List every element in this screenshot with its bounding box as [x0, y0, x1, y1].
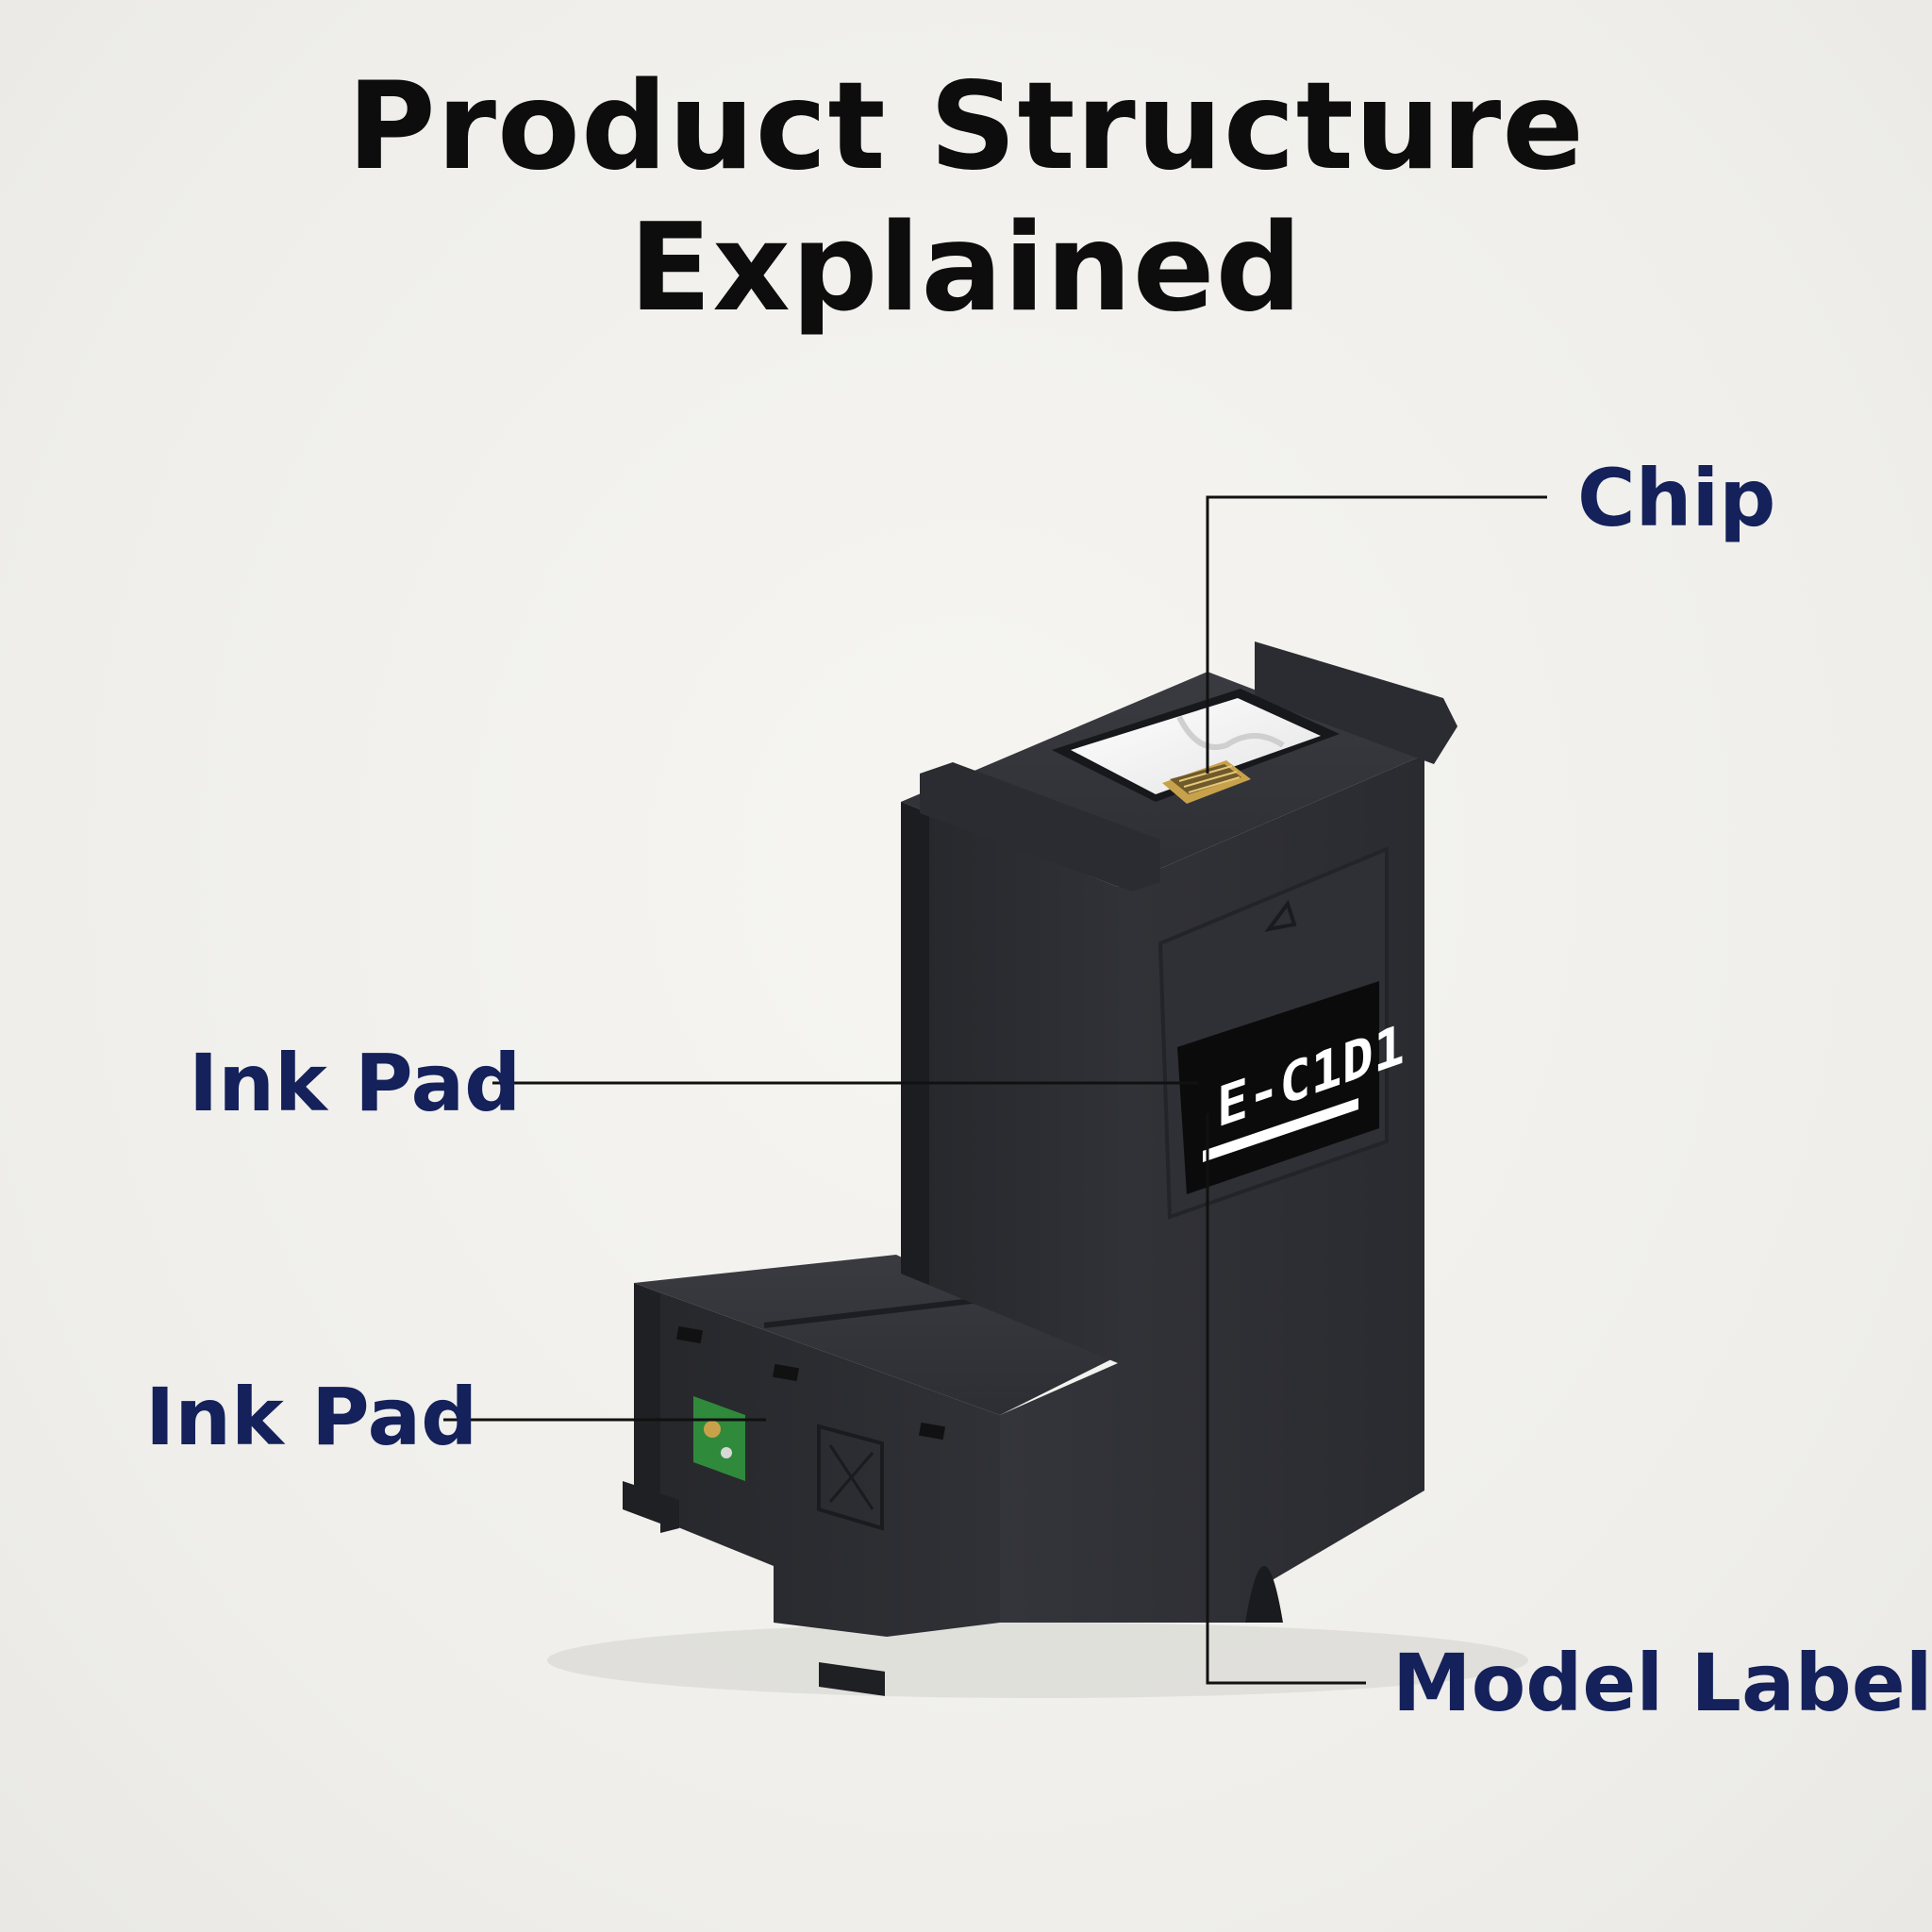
lower-block-top [634, 1255, 1113, 1415]
top-lip-left [920, 762, 1160, 891]
lower-block-end [634, 1283, 660, 1521]
leader-lines [443, 495, 1547, 1685]
tall-block-edge [901, 802, 929, 1285]
callout-ink-pad-upper: Ink Pad [189, 1037, 522, 1129]
side-clip [623, 1481, 679, 1533]
ink-pad-material [1071, 698, 1321, 794]
top-lip-right [1255, 641, 1457, 764]
callout-model-label: Model Label [1392, 1637, 1932, 1729]
page-title: Product Structure Explained [347, 57, 1585, 339]
leader-chip [1206, 495, 1547, 774]
callout-ink-pad-lower: Ink Pad [145, 1371, 478, 1463]
leader-model [1206, 1113, 1366, 1685]
callout-chip: Chip [1577, 452, 1776, 544]
recycle-mark-box [817, 1424, 884, 1531]
chip-icon [1162, 760, 1251, 804]
floor-shadow [547, 1623, 1528, 1698]
pcb-board [693, 1396, 745, 1481]
model-label-plate [1177, 981, 1379, 1194]
